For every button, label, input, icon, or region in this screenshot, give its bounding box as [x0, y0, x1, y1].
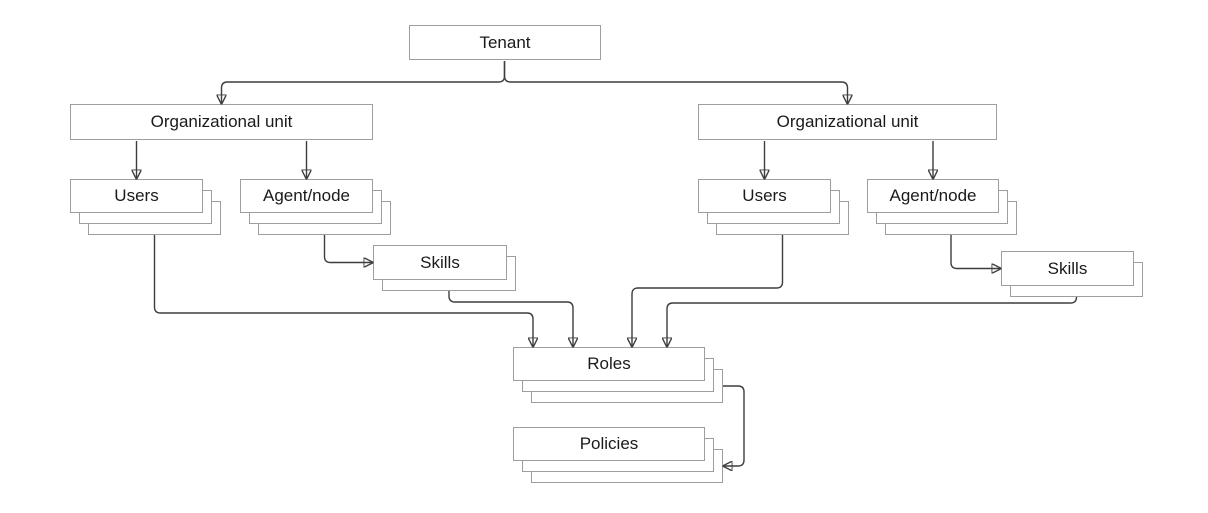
node-box: Agent/node [240, 179, 373, 213]
node-label: Agent/node [263, 186, 350, 205]
edge-tenant-to-org-right [503, 61, 848, 104]
node-label: Agent/node [889, 186, 977, 205]
node-skills-left: Skills [373, 245, 516, 291]
edge-users-right-to-roles [632, 235, 784, 347]
node-box: Skills [373, 245, 507, 280]
node-box: Roles [513, 347, 705, 381]
node-policies: Policies [513, 427, 723, 483]
node-roles: Roles [513, 347, 723, 403]
node-users-right: Users [698, 179, 849, 235]
node-label: Tenant [479, 32, 531, 52]
node-label: Users [114, 186, 159, 205]
node-label: Organizational unit [150, 112, 293, 131]
node-agent-node-left: Agent/node [240, 179, 391, 235]
edge-agent-left-to-skills-left [323, 235, 374, 263]
node-box: Organizational unit [70, 104, 373, 140]
node-label: Roles [587, 354, 631, 373]
node-org-unit-left: Organizational unit [70, 104, 373, 140]
node-label: Users [742, 186, 787, 205]
node-box: Tenant [409, 25, 601, 60]
node-box: Users [698, 179, 831, 213]
edge-roles-to-policies [723, 385, 745, 466]
edge-skills-right-to-roles [667, 296, 1078, 347]
node-tenant: Tenant [409, 25, 601, 60]
node-label: Skills [420, 252, 460, 272]
node-box: Users [70, 179, 203, 213]
node-agent-node-right: Agent/node [867, 179, 1017, 235]
node-users-left: Users [70, 179, 221, 235]
node-label: Policies [579, 434, 639, 453]
node-box: Policies [513, 427, 705, 461]
node-label: Organizational unit [776, 112, 919, 131]
node-org-unit-right: Organizational unit [698, 104, 997, 140]
edge-tenant-to-org-left [222, 61, 506, 104]
node-box: Agent/node [867, 179, 999, 213]
edge-agent-right-to-skills-right [950, 235, 1001, 269]
node-box: Organizational unit [698, 104, 997, 140]
edge-skills-left-to-roles [448, 291, 573, 347]
node-skills-right: Skills [1001, 251, 1143, 297]
node-box: Skills [1001, 251, 1134, 286]
node-label: Skills [1047, 258, 1088, 278]
